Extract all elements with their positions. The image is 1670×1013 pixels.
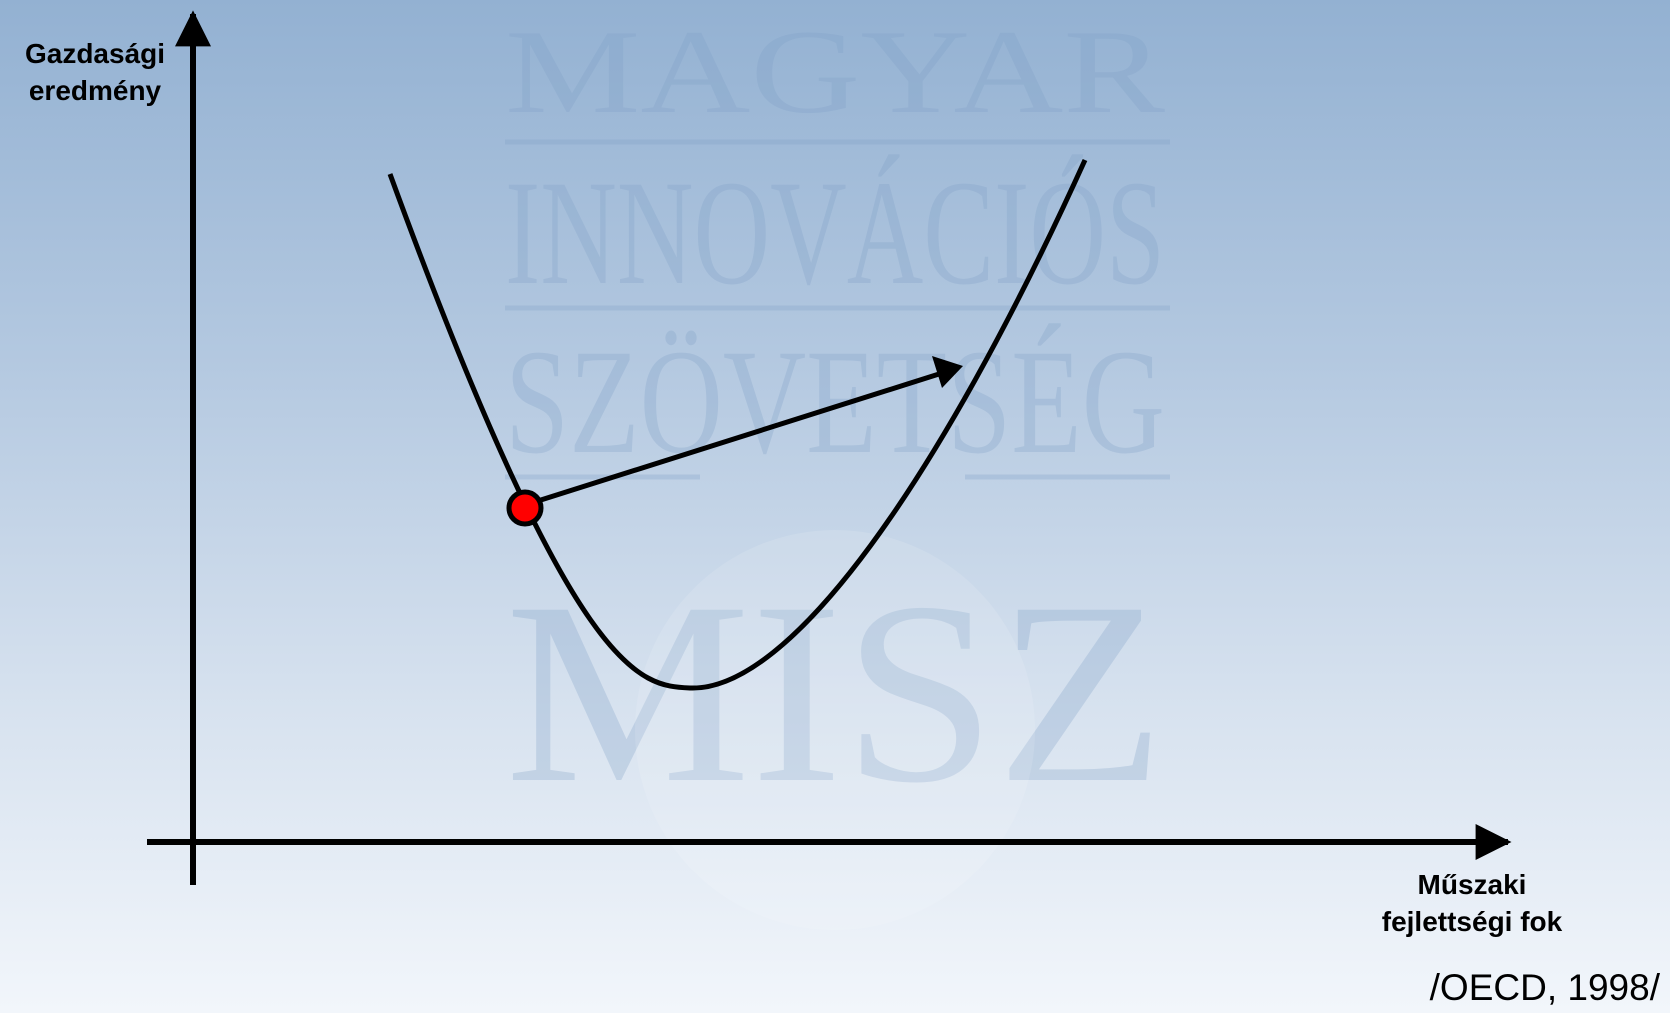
performance-curve (387, 158, 1088, 691)
y-axis-label-line-2: eredmény (28, 75, 162, 106)
source-citation: /OECD, 1998/ (1429, 967, 1660, 1008)
position-marker (506, 489, 544, 527)
watermark-line-1: MAGYAR (505, 5, 1165, 138)
transition-arrow-head (932, 356, 963, 388)
x-axis-label-line-2: fejlettségi fok (1381, 906, 1563, 937)
x-axis-label-line-1: Műszaki (1417, 869, 1527, 900)
watermark-monogram: MISZ (505, 549, 1165, 837)
x-axis-label: Műszaki fejlettségi fok (1340, 866, 1604, 940)
watermark-circle (635, 530, 1035, 930)
watermark-line-2: INNOVÁCIÓS (505, 150, 1165, 316)
y-axis-label-line-1: Gazdasági (24, 38, 166, 69)
watermark-line-3: SZÖVETSÉG (505, 319, 1165, 485)
watermark-logo: MAGYAR INNOVÁCIÓS SZÖVETSÉG MISZ (505, 5, 1170, 930)
y-axis-label: Gazdasági eredmény (10, 35, 180, 109)
transition-arrow (524, 365, 959, 508)
